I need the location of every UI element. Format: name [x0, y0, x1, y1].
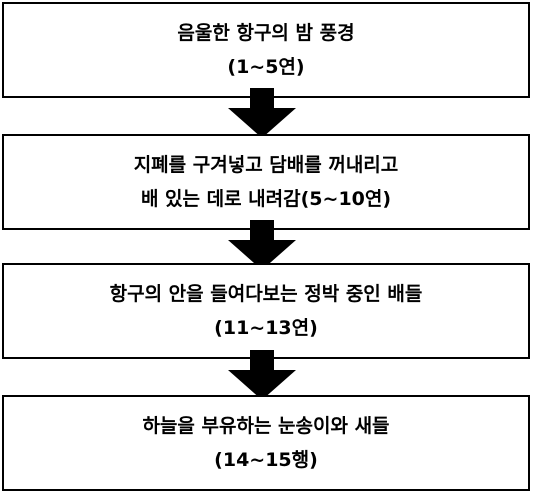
flow-step-3-title: 항구의 안을 들여다보는 정박 중인 배들 — [109, 283, 423, 305]
flow-step-1-title: 음울한 항구의 밤 풍경 — [177, 22, 355, 44]
flow-step-1-range: (1~5연) — [227, 56, 305, 78]
flow-step-4: 하늘을 부유하는 눈송이와 새들 (14~15행) — [2, 395, 530, 491]
down-arrow-icon — [228, 88, 296, 138]
flow-step-1: 음울한 항구의 밤 풍경 (1~5연) — [2, 2, 530, 98]
flow-step-2-range: 배 있는 데로 내려감(5~10연) — [140, 188, 392, 210]
down-arrow-icon — [228, 220, 296, 270]
flow-step-2-title: 지폐를 구겨넣고 담배를 꺼내리고 — [133, 154, 399, 176]
flow-step-3-range: (11~13연) — [214, 317, 318, 339]
flow-step-4-range: (14~15행) — [214, 449, 318, 471]
flow-step-3: 항구의 안을 들여다보는 정박 중인 배들 (11~13연) — [2, 263, 530, 359]
down-arrow-icon — [228, 350, 296, 400]
flow-step-2: 지폐를 구겨넣고 담배를 꺼내리고 배 있는 데로 내려감(5~10연) — [2, 134, 530, 230]
flow-step-4-title: 하늘을 부유하는 눈송이와 새들 — [142, 415, 390, 437]
